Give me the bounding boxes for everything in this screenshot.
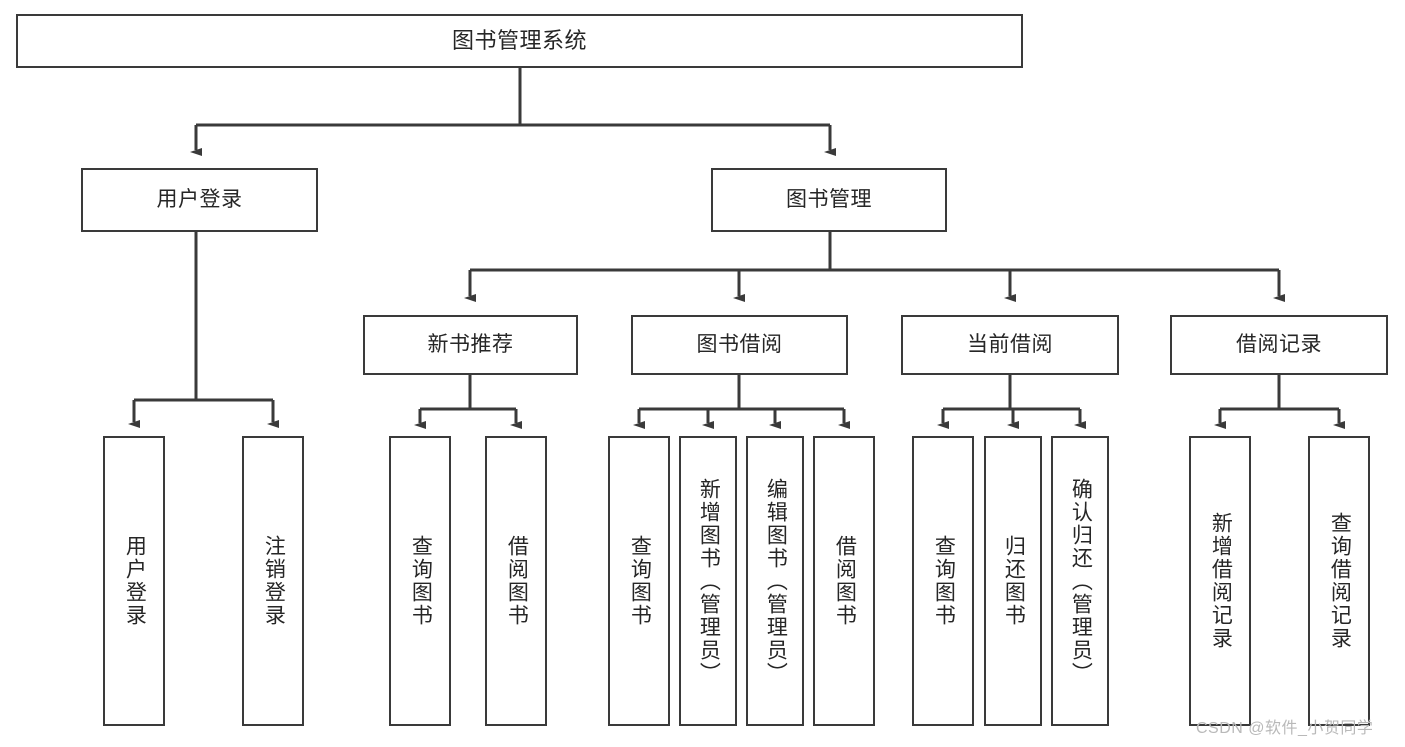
node-user-login-label: 用户登录	[156, 187, 243, 211]
node-root-label: 图书管理系统	[451, 28, 587, 54]
node-new-book-recommend-label: 新书推荐	[427, 332, 514, 356]
node-book-manage-label: 图书管理	[786, 187, 872, 211]
node-leaf-query-book-1-label: 查询图书	[409, 535, 433, 627]
node-current-borrow[interactable]: 当前借阅	[901, 315, 1119, 375]
node-leaf-return-book[interactable]: 归还图书	[984, 436, 1042, 726]
node-new-book-recommend[interactable]: 新书推荐	[363, 315, 578, 375]
node-leaf-edit-book-label: 编辑图书（管理员）	[764, 477, 788, 685]
node-leaf-add-record-label: 新增借阅记录	[1209, 512, 1233, 650]
node-leaf-confirm-return[interactable]: 确认归还（管理员）	[1051, 436, 1109, 726]
node-leaf-borrow-book-2[interactable]: 借阅图书	[813, 436, 875, 726]
node-leaf-query-record[interactable]: 查询借阅记录	[1308, 436, 1370, 726]
node-leaf-add-record[interactable]: 新增借阅记录	[1189, 436, 1251, 726]
node-book-manage[interactable]: 图书管理	[711, 168, 947, 232]
node-current-borrow-label: 当前借阅	[967, 332, 1053, 356]
node-leaf-user-login-label: 用户登录	[123, 535, 147, 627]
csdn-watermark: CSDN @软件_小贺同学	[1196, 720, 1374, 737]
node-leaf-return-book-label: 归还图书	[1002, 535, 1026, 627]
node-leaf-query-book-3[interactable]: 查询图书	[912, 436, 974, 726]
node-leaf-user-login[interactable]: 用户登录	[103, 436, 165, 726]
node-user-login[interactable]: 用户登录	[81, 168, 318, 232]
node-borrow-record[interactable]: 借阅记录	[1170, 315, 1388, 375]
node-leaf-borrow-book-2-label: 借阅图书	[833, 535, 857, 627]
node-leaf-query-book-3-label: 查询图书	[932, 535, 956, 627]
node-leaf-edit-book[interactable]: 编辑图书（管理员）	[746, 436, 804, 726]
node-leaf-add-book-label: 新增图书（管理员）	[697, 477, 721, 685]
node-leaf-borrow-book-1[interactable]: 借阅图书	[485, 436, 547, 726]
node-borrow-record-label: 借阅记录	[1236, 332, 1322, 356]
node-leaf-query-book-2[interactable]: 查询图书	[608, 436, 670, 726]
node-leaf-confirm-return-label: 确认归还（管理员）	[1069, 477, 1093, 685]
node-leaf-query-book-1[interactable]: 查询图书	[389, 436, 451, 726]
node-leaf-logout-label: 注销登录	[262, 535, 286, 627]
node-book-borrow[interactable]: 图书借阅	[631, 315, 848, 375]
node-leaf-query-record-label: 查询借阅记录	[1328, 512, 1352, 650]
node-leaf-logout[interactable]: 注销登录	[242, 436, 304, 726]
node-leaf-add-book[interactable]: 新增图书（管理员）	[679, 436, 737, 726]
node-leaf-borrow-book-1-label: 借阅图书	[505, 535, 529, 627]
node-book-borrow-label: 图书借阅	[696, 332, 783, 356]
node-root[interactable]: 图书管理系统	[16, 14, 1023, 68]
node-leaf-query-book-2-label: 查询图书	[628, 535, 652, 627]
